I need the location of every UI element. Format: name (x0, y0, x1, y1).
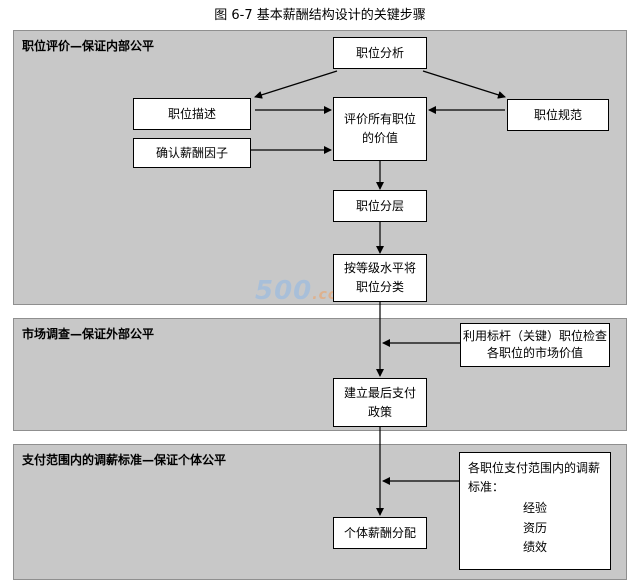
individual-fairness-label: 支付范围内的调薪标准—保证个体公平 (22, 453, 227, 467)
job-analysis-box: 职位分析 (333, 37, 427, 69)
classify-jobs-line1: 按等级水平将 (343, 261, 416, 276)
job-levels-box: 职位分层 (333, 190, 427, 222)
pay-item-experience: 经验 (522, 501, 547, 516)
individual-pay-text: 个体薪酬分配 (343, 525, 416, 540)
benchmark-box: 利用标杆（关键）职位检查 各职位的市场价值 (460, 323, 610, 367)
classify-jobs-box: 按等级水平将 职位分类 (333, 254, 427, 302)
job-description-text: 职位描述 (167, 106, 216, 121)
final-pay-policy-line2: 政策 (367, 404, 392, 419)
confirm-factors-text: 确认薪酬因子 (155, 145, 228, 160)
pay-item-performance: 绩效 (522, 539, 547, 554)
job-spec-text: 职位规范 (533, 107, 582, 122)
classify-jobs-line2: 职位分类 (355, 280, 404, 294)
job-description-box: 职位描述 (133, 98, 251, 130)
final-pay-policy-box: 建立最后支付 政策 (333, 378, 427, 427)
individual-pay-box: 个体薪酬分配 (333, 517, 427, 549)
benchmark-line2: 各职位的市场价值 (486, 346, 583, 360)
job-spec-box: 职位规范 (507, 99, 609, 131)
evaluate-jobs-line2: 的价值 (361, 131, 398, 145)
external-fairness-label: 市场调查—保证外部公平 (22, 327, 155, 341)
benchmark-line1: 利用标杆（关键）职位检查 (462, 329, 607, 344)
final-pay-policy-line1: 建立最后支付 (343, 385, 416, 400)
job-analysis-text: 职位分析 (355, 45, 404, 60)
evaluate-jobs-line1: 评价所有职位 (343, 112, 416, 127)
confirm-factors-box: 确认薪酬因子 (133, 138, 251, 168)
pay-standard-line1: 各职位支付范围内的调薪 (468, 461, 601, 475)
internal-fairness-label: 职位评价—保证内部公平 (22, 39, 155, 53)
job-levels-text: 职位分层 (355, 198, 404, 213)
pay-item-seniority: 资历 (522, 520, 547, 535)
evaluate-jobs-box: 评价所有职位 的价值 (333, 97, 427, 161)
internal-fairness-panel: 职位评价—保证内部公平 (13, 30, 627, 305)
pay-standard-line2: 标准： (468, 480, 505, 495)
pay-standard-box: 各职位支付范围内的调薪 标准： 经验 资历 绩效 (459, 452, 611, 570)
figure-title: 图 6-7 基本薪酬结构设计的关键步骤 (214, 8, 426, 23)
